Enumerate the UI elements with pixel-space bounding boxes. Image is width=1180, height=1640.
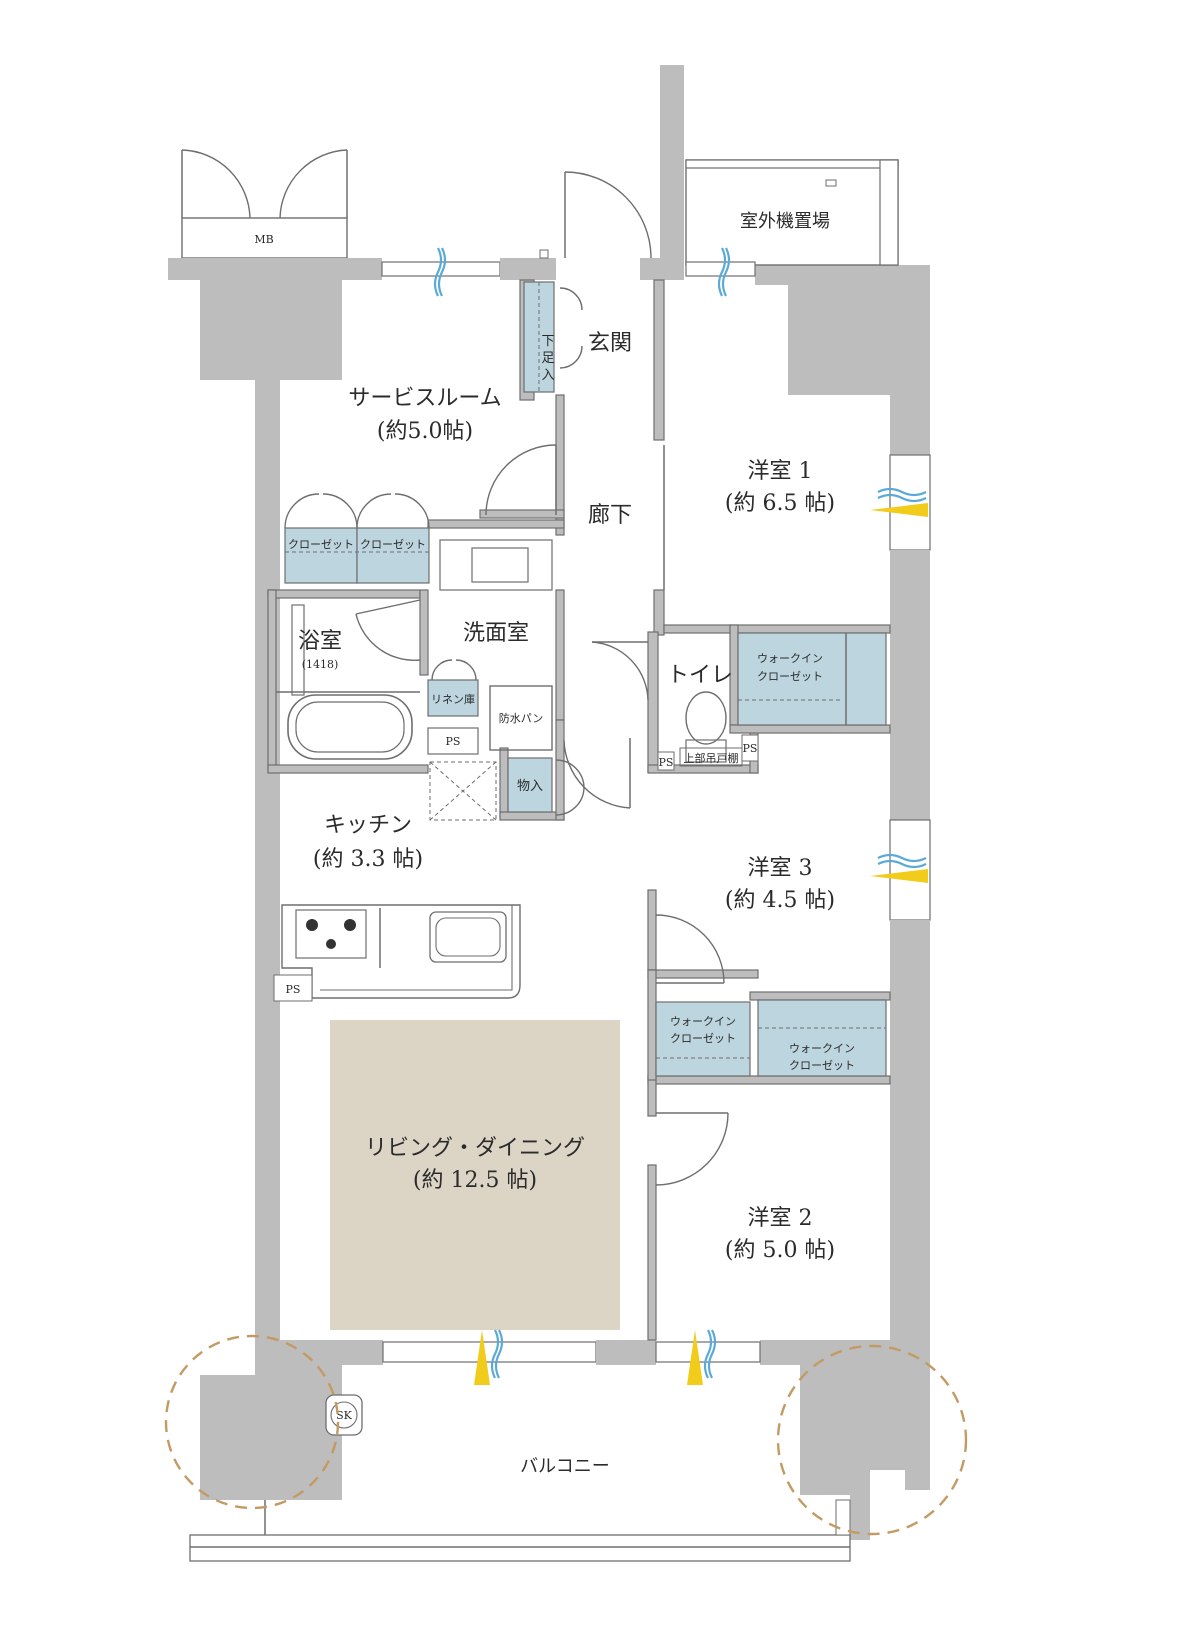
wic3-label-2: クローゼット (670, 1032, 736, 1045)
mb-label: MB (254, 233, 273, 246)
outdoor-unit-label: 室外機置場 (740, 211, 830, 232)
western2-name: 洋室 2 (748, 1206, 813, 1231)
stove-burners-icon (306, 919, 356, 949)
service-room-door (485, 444, 557, 516)
entrance-door (539, 171, 652, 259)
sk-label: SK (336, 1409, 353, 1422)
bath-size: (1418) (302, 658, 339, 671)
outer-walls (168, 65, 931, 1540)
bath-fixtures: 浴室 (1418) (276, 599, 421, 760)
interior-walls (267, 279, 891, 1341)
entrance-name: 玄関 (588, 331, 632, 356)
living-dining-area (330, 1020, 620, 1330)
wic3-label-1: ウォークイン (670, 1015, 736, 1028)
waterproof-pan-label: 防水パン (499, 711, 544, 725)
closet-2-label: クローゼット (360, 538, 426, 551)
western3-size: (約 4.5 帖) (725, 888, 835, 913)
washroom-door (591, 641, 649, 701)
upper-shelf-label: 上部吊戸棚 (684, 751, 739, 765)
washroom-fixtures: 防水パン 洗面室 PS (427, 539, 553, 755)
ventilation-markers (433, 247, 928, 1385)
ps-bath-label: PS (446, 735, 461, 748)
western3-name: 洋室 3 (748, 856, 813, 881)
mb-meter-box: MB (181, 149, 348, 259)
kitchen-name: キッチン (324, 813, 412, 838)
storage-areas: 下 足 入 クローゼット クローゼット ウォークイン クローゼット ウォークイン… (284, 281, 887, 1077)
balcony-name: バルコニー (520, 1456, 610, 1477)
ps-kitchen-label: PS (286, 983, 301, 996)
balcony: SK バルコニー (164, 1334, 968, 1562)
bath-name: 浴室 (298, 629, 342, 654)
kitchen-size: (約 3.3 帖) (313, 847, 423, 872)
wic1-label-1: ウォークイン (757, 652, 823, 665)
air-flow-icon-2 (717, 247, 727, 297)
service-room-name: サービスルーム (348, 386, 501, 411)
shoe-box-label-1: 下 (541, 334, 554, 349)
balcony-left-circle-icon (164, 1334, 340, 1510)
outdoor-unit-area: 室外機置場 (685, 159, 899, 277)
wic1-label-2: クローゼット (757, 670, 823, 683)
toilet-room: 上部吊戸棚 トイレ PS PS (657, 663, 759, 771)
service-room-size: (約5.0帖) (377, 419, 473, 444)
western3-door (655, 914, 725, 984)
wic2-label-1: ウォークイン (789, 1042, 855, 1055)
fridge-space (429, 761, 497, 821)
kitchen-counter: PS (273, 904, 521, 1002)
closet-1-label: クローゼット (288, 538, 354, 551)
ps-toilet2-label: PS (743, 742, 758, 755)
wic2-label-2: クローゼット (789, 1059, 855, 1072)
washroom-name: 洗面室 (463, 621, 529, 646)
toilet-name: トイレ (667, 663, 733, 688)
balcony-right-circle-icon (776, 1344, 968, 1536)
storage-label: 物入 (517, 779, 543, 794)
living-door (563, 739, 631, 809)
linen-label: リネン庫 (431, 692, 475, 706)
shoe-box-label-2: 足 (541, 351, 554, 366)
western1-name: 洋室 1 (748, 459, 813, 484)
ps-toilet-label: PS (659, 756, 674, 769)
western2-size: (約 5.0 帖) (725, 1238, 835, 1263)
hallway-name: 廊下 (588, 503, 632, 528)
living-size: (約 12.5 帖) (413, 1168, 537, 1193)
air-flow-icon (433, 247, 443, 297)
western1-size: (約 6.5 帖) (725, 491, 835, 516)
western2-door (655, 1112, 729, 1186)
living-name: リビング・ダイニング (365, 1136, 585, 1161)
shoe-box-label-3: 入 (541, 368, 554, 383)
